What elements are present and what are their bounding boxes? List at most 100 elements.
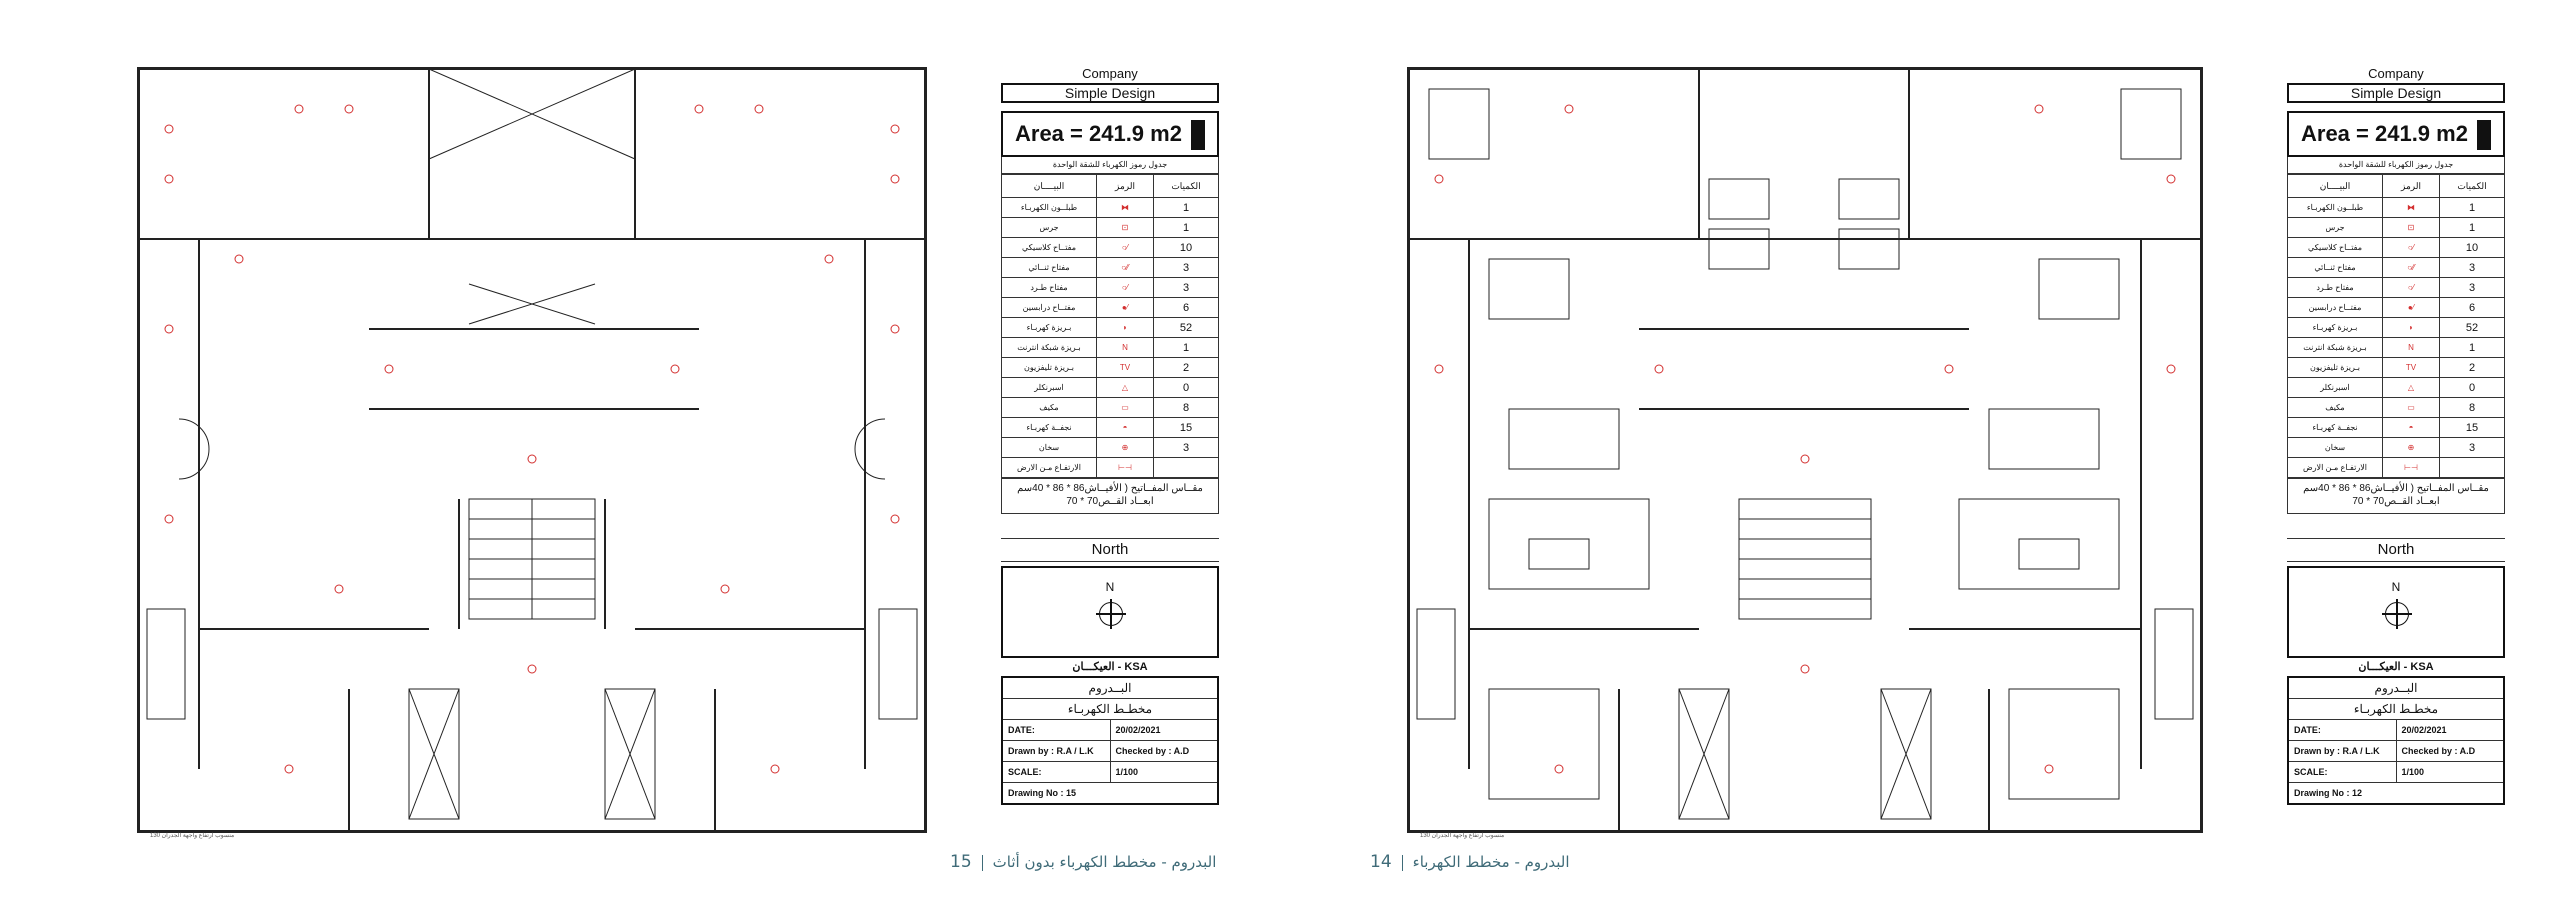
table-row: مكيف▭8 [2287,397,2505,418]
drawn-by: Drawn by : R.A / L.K [1008,746,1094,756]
ac-icon: ▭ [1096,397,1154,418]
checked-by: Checked by : A.D [2395,741,2504,761]
page-caption-15: البدروم - مخطط الكهرباء بدون أثاث 15 [950,852,1216,872]
plan-drawing [139,69,925,831]
legend-title: جدول رموز الكهرباء للشقة الواحدة [1001,157,1219,174]
compass-icon [2382,599,2412,629]
table-row: الارتفـاع مـن الارض⊢⊣ [1001,457,1219,478]
area-label: Area = 241.9 m2 [2287,111,2505,157]
legend-note: مقــاس المفــاتيح ( الأفيــاش86 * 86 * 4… [2287,478,2505,514]
height-icon: ⊢⊣ [2382,457,2440,478]
drawn-by: Drawn by : R.A / L.K [2294,746,2380,756]
drawing-number: Drawing No : 15 [1008,788,1077,798]
caption-text: البدروم - مخطط الكهرباء بدون أثاث [992,853,1217,871]
company-name: Company [2368,66,2424,81]
plan-footnote: منسوب ارتفاع واجهة الجدران 130 [1420,833,1505,839]
drawing-number: Drawing No : 12 [2294,788,2363,798]
location: العيكـــان - KSA [1072,661,1148,673]
sprinkler-icon: △ [2382,377,2440,398]
floor-plan-no-furniture [137,67,927,833]
table-row: مفتاح ثنــائي○⁄⁄3 [1001,257,1219,278]
table-row: مفتــاح كلاسيكي○⁄10 [1001,237,1219,258]
stair-switch-icon: ●⁄ [2382,297,2440,318]
exhaust-switch-icon: ○⁄ [2382,277,2440,298]
area-label: Area = 241.9 m2 [1001,111,1219,157]
scale-value: 1/100 [1109,762,1218,782]
double-switch-icon: ○⁄⁄ [1096,257,1154,278]
table-row: مفتاح ثنــائي○⁄⁄3 [2287,257,2505,278]
table-row: نجفــة كهربـاء◓15 [1001,417,1219,438]
legend-note: مقــاس المفــاتيح ( الأفيــاش86 * 86 * 4… [1001,478,1219,514]
table-row: طبلــون الكهربـاء⧓1 [2287,197,2505,218]
table-row: مفتــاح كلاسيكي○⁄10 [2287,237,2505,258]
double-switch-icon: ○⁄⁄ [2382,257,2440,278]
north-label: North [2287,538,2505,562]
title-info: البــدروم مخطـط الكهربـاء DATE:20/02/202… [1001,676,1219,805]
table-row: نجفــة كهربـاء◓15 [2287,417,2505,438]
exhaust-switch-icon: ○⁄ [1096,277,1154,298]
page-number: 15 [950,852,972,872]
caption-text: البدروم - مخطط الكهرباء [1412,853,1570,871]
date-value: 20/02/2021 [2395,720,2504,740]
plan-drawing [1409,69,2201,831]
design-name: Simple Design [1001,83,1219,103]
network-socket-icon: N [1096,337,1154,358]
legend-title: جدول رموز الكهرباء للشقة الواحدة [2287,157,2505,174]
floor-plan-with-furniture [1407,67,2203,833]
heater-icon: ⊕ [2382,437,2440,458]
north-arrow: N [1001,566,1219,658]
switch-icon: ○⁄ [2382,237,2440,258]
company-name: Company [1082,66,1138,81]
sheet-title: مخطـط الكهربـاء [2289,699,2503,720]
network-socket-icon: N [2382,337,2440,358]
socket-icon: ◗ [2382,317,2440,338]
titleblock-2: Company Simple Design Area = 241.9 m2 جد… [2287,65,2505,805]
table-row: مفتاح طـرد○⁄3 [2287,277,2505,298]
heater-icon: ⊕ [1096,437,1154,458]
table-row: مكيف▭8 [1001,397,1219,418]
scale-value: 1/100 [2395,762,2504,782]
area-symbol-icon [1191,120,1205,150]
panel-icon: ⧓ [1096,197,1154,218]
table-row: جرس⊡1 [1001,217,1219,238]
bell-icon: ⊡ [2382,217,2440,238]
location: العيكـــان - KSA [2358,661,2434,673]
table-row: بـريزة كهربـاء◗52 [1001,317,1219,338]
tv-socket-icon: TV [1096,357,1154,378]
table-row: مفتــاح درابسين●⁄6 [2287,297,2505,318]
checked-by: Checked by : A.D [1109,741,1218,761]
north-arrow: N [2287,566,2505,658]
table-row: مفتــاح درابسين●⁄6 [1001,297,1219,318]
table-row: مفتاح طـرد○⁄3 [1001,277,1219,298]
title-info: البــدروم مخطـط الكهربـاء DATE:20/02/202… [2287,676,2505,805]
stair-switch-icon: ●⁄ [1096,297,1154,318]
switch-icon: ○⁄ [1096,237,1154,258]
height-icon: ⊢⊣ [1096,457,1154,478]
table-row: سخان⊕3 [2287,437,2505,458]
plan-footnote: منسوب ارتفاع واجهة الجدران 130 [150,833,235,839]
table-row: سخان⊕3 [1001,437,1219,458]
socket-icon: ◗ [1096,317,1154,338]
table-row: اسبرنكلر△0 [2287,377,2505,398]
design-name: Simple Design [2287,83,2505,103]
compass-icon [1096,599,1126,629]
table-row: طبلــون الكهربـاء⧓1 [1001,197,1219,218]
project-name: البــدروم [1003,678,1217,699]
table-row: الارتفـاع مـن الارض⊢⊣ [2287,457,2505,478]
table-row: اسبرنكلر△0 [1001,377,1219,398]
table-row: بـريزة كهربـاء◗52 [2287,317,2505,338]
date-value: 20/02/2021 [1109,720,1218,740]
ceiling-light-icon: ◓ [2382,417,2440,438]
ceiling-light-icon: ◓ [1096,417,1154,438]
titleblock-1: Company Simple Design Area = 241.9 m2 جد… [1001,65,1219,805]
tv-socket-icon: TV [2382,357,2440,378]
ac-icon: ▭ [2382,397,2440,418]
area-symbol-icon [2477,120,2491,150]
